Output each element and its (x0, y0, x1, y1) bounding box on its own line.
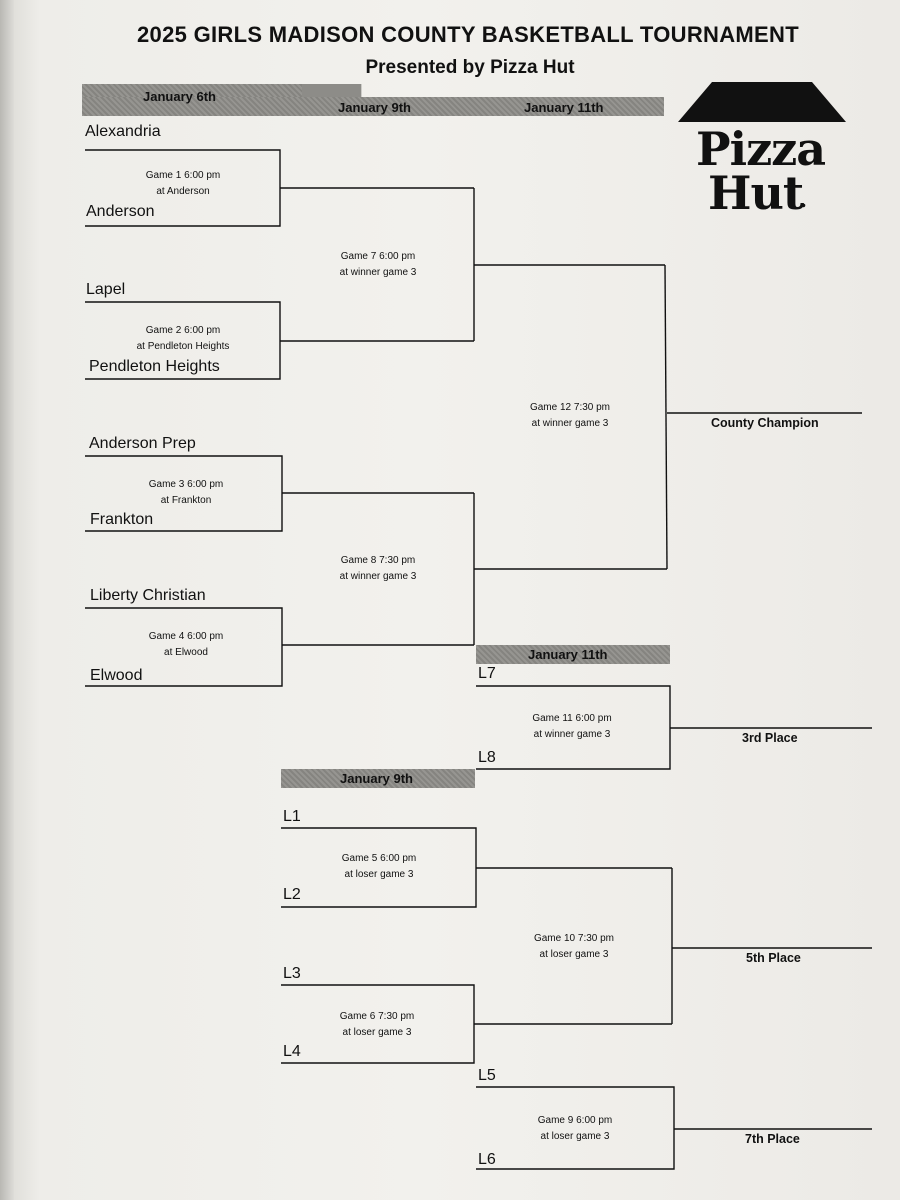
logo-word-hut: Hut (708, 166, 804, 220)
game-4-time: Game 4 6:00 pm (148, 631, 224, 642)
slot-l1: L1 (283, 808, 301, 825)
game-9-time: Game 9 6:00 pm (537, 1115, 613, 1126)
game-8-site: at winner game 3 (339, 571, 417, 582)
game-12-info: Game 12 7:30 pm at winner game 3 (480, 400, 660, 432)
game-4-info: Game 4 6:00 pm at Elwood (96, 629, 276, 661)
slot-l3: L3 (283, 965, 301, 982)
logo-word-pizza: Pizza (696, 122, 826, 176)
game-12-site: at winner game 3 (531, 418, 609, 429)
game-10-time: Game 10 7:30 pm (533, 933, 615, 944)
game-12-time: Game 12 7:30 pm (529, 402, 611, 413)
team-slot-liberty-christian: Liberty Christian (90, 587, 206, 604)
team-slot-elwood: Elwood (90, 667, 143, 684)
date-header-bar-lower (82, 97, 664, 116)
consolation-date-bar-9th (281, 769, 475, 788)
game-1-info: Game 1 6:00 pm at Anderson (93, 168, 273, 200)
game-4-site: at Elwood (164, 647, 208, 658)
pizza-hut-roof-icon (678, 82, 846, 122)
page-title: 2025 GIRLS MADISON COUNTY BASKETBALL TOU… (137, 22, 799, 47)
game-8-time: Game 8 7:30 pm (340, 555, 416, 566)
game-9-site: at loser game 3 (540, 1131, 610, 1142)
bracket-game-4 (85, 607, 283, 687)
game-1-site: at Anderson (156, 186, 210, 197)
place-fifth: 5th Place (746, 951, 801, 965)
date-round3: January 11th (524, 100, 604, 115)
date-round1: January 6th (143, 89, 216, 104)
date-consolation-9th: January 9th (340, 771, 413, 786)
game-1-time: Game 1 6:00 pm (145, 170, 221, 181)
game-5-time: Game 5 6:00 pm (341, 853, 417, 864)
team-slot-alexandria: Alexandria (85, 123, 161, 140)
game-6-info: Game 6 7:30 pm at loser game 3 (287, 1009, 467, 1041)
game-5-info: Game 5 6:00 pm at loser game 3 (289, 851, 469, 883)
game-8-info: Game 8 7:30 pm at winner game 3 (288, 553, 468, 585)
slot-l2: L2 (283, 886, 301, 903)
place-third: 3rd Place (742, 731, 798, 745)
slot-l7: L7 (478, 665, 496, 682)
game-6-site: at loser game 3 (342, 1027, 412, 1038)
place-county-champion: County Champion (711, 416, 819, 430)
slot-l8: L8 (478, 749, 496, 766)
game-11-info: Game 11 6:00 pm at winner game 3 (482, 711, 662, 743)
pizza-hut-logo: Pizza Hut . (672, 78, 852, 228)
game-5-site: at loser game 3 (344, 869, 414, 880)
game-7-info: Game 7 6:00 pm at winner game 3 (288, 249, 468, 281)
bracket-game-12 (664, 264, 668, 570)
team-slot-frankton: Frankton (90, 511, 154, 528)
slot-l5: L5 (478, 1067, 496, 1084)
game-11-site: at winner game 3 (533, 729, 611, 740)
game-9-info: Game 9 6:00 pm at loser game 3 (485, 1113, 665, 1145)
game-2-site: at Pendleton Heights (136, 341, 230, 352)
team-slot-anderson: Anderson (86, 203, 155, 220)
team-slot-anderson-prep: Anderson Prep (89, 435, 196, 452)
slot-l4: L4 (283, 1043, 301, 1060)
page-fold-shadow (0, 0, 14, 1200)
game-3-time: Game 3 6:00 pm (148, 479, 224, 490)
place-seventh: 7th Place (745, 1132, 800, 1146)
game-10-info: Game 10 7:30 pm at loser game 3 (484, 931, 664, 963)
game-3-info: Game 3 6:00 pm at Frankton (96, 477, 276, 509)
game-10-site: at loser game 3 (539, 949, 609, 960)
game-2-info: Game 2 6:00 pm at Pendleton Heights (93, 323, 273, 355)
game-3-site: at Frankton (160, 495, 212, 506)
game-2-time: Game 2 6:00 pm (145, 325, 221, 336)
game-7-time: Game 7 6:00 pm (340, 251, 416, 262)
team-slot-lapel: Lapel (86, 281, 126, 298)
logo-trademark-dot: . (800, 188, 807, 212)
game-7-site: at winner game 3 (339, 267, 417, 278)
consolation-date-bar-11th (476, 645, 670, 664)
slot-l6: L6 (478, 1151, 496, 1168)
date-consolation-11th: January 11th (528, 647, 608, 662)
date-round2: January 9th (338, 100, 411, 115)
game-6-time: Game 6 7:30 pm (339, 1011, 415, 1022)
game-11-time: Game 11 6:00 pm (532, 713, 612, 724)
bracket-game-9 (476, 1086, 675, 1170)
team-slot-pendleton-heights: Pendleton Heights (89, 358, 220, 375)
page-subtitle: Presented by Pizza Hut (365, 57, 575, 78)
